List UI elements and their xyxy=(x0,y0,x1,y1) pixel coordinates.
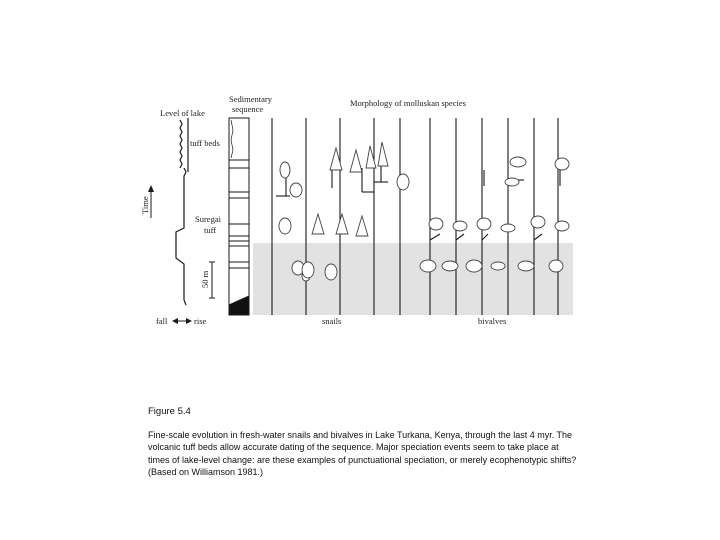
snail-shells xyxy=(278,141,410,282)
label-sedimentary: Sedimentary xyxy=(229,94,273,104)
label-rise: rise xyxy=(194,316,207,326)
speciation-band xyxy=(253,243,573,315)
label-bivalves: bivalves xyxy=(478,316,506,326)
figure-caption: Figure 5.4 Fine-scale evolution in fresh… xyxy=(148,406,578,479)
lake-level-curve xyxy=(175,118,189,306)
time-arrow: Time xyxy=(140,185,154,218)
lineage-lines xyxy=(271,118,561,315)
scale-bar xyxy=(209,261,215,299)
caption-text: Fine-scale evolution in fresh-water snai… xyxy=(148,430,577,478)
fall-rise-arrows xyxy=(172,318,192,324)
label-sequence: sequence xyxy=(232,104,263,114)
sedimentary-column xyxy=(228,117,250,316)
label-fall: fall xyxy=(156,316,168,326)
label-lake-level: Level of lake xyxy=(160,108,205,118)
caption-title: Figure 5.4 xyxy=(148,406,191,417)
label-suregai: Suregai xyxy=(195,214,222,224)
label-suregai-tuff: tuff xyxy=(204,225,216,235)
label-snails: snails xyxy=(322,316,341,326)
label-scale: 50 m xyxy=(200,270,210,288)
label-tuff-beds: tuff beds xyxy=(190,138,220,148)
label-morphology: Morphology of molluskan species xyxy=(350,98,466,108)
bivalve-shells xyxy=(419,156,570,273)
label-time: Time xyxy=(140,196,150,214)
figure-diagram: Level of lake Sedimentary sequence Morph… xyxy=(140,94,573,326)
